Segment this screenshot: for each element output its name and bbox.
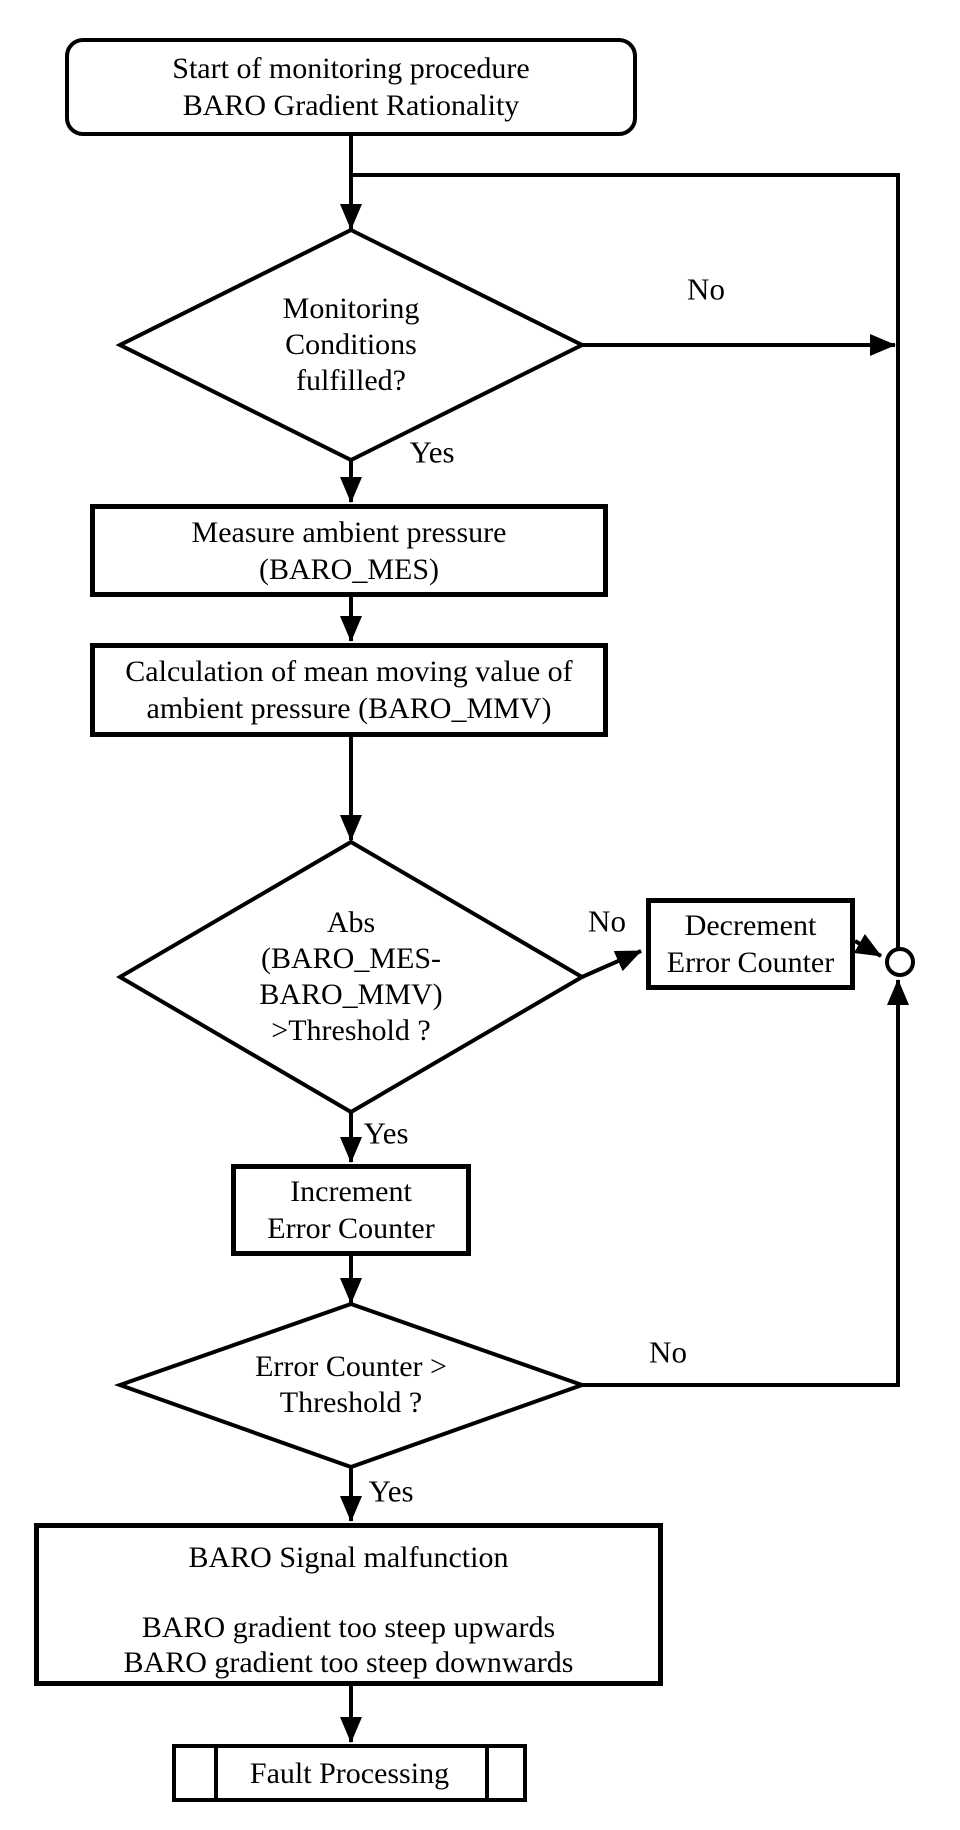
label-monitoring-yes: Yes	[409, 434, 455, 470]
decrement-line2: Error Counter	[666, 946, 835, 979]
fault-processing-right-bar	[485, 1748, 489, 1798]
abs-decision-diamond	[116, 839, 586, 1115]
increment-line2: Error Counter	[267, 1212, 435, 1245]
loop-connector-circle	[885, 947, 915, 977]
flow-counter-no	[582, 979, 909, 1387]
counter-decision-line2: Threshold ?	[279, 1386, 423, 1419]
label-counter-no: No	[649, 1334, 687, 1370]
calculation-process-node: Calculation of mean moving value of ambi…	[90, 643, 608, 737]
decrement-line1: Decrement	[684, 909, 817, 942]
start-node: Start of monitoring procedure BARO Gradi…	[65, 38, 637, 136]
monitoring-decision-diamond	[115, 227, 587, 463]
abs-decision-line1: Abs	[326, 906, 376, 939]
decrement-process-node: Decrement Error Counter	[646, 898, 855, 990]
calculation-line2: ambient pressure (BARO_MMV)	[146, 692, 552, 725]
malfunction-spacer	[345, 1575, 353, 1610]
counter-decision-text: Error Counter > Threshold ?	[255, 1349, 447, 1421]
flow-decrement-to-connector	[853, 933, 882, 958]
abs-decision-line4: >Threshold ?	[271, 1014, 431, 1047]
increment-process-node: Increment Error Counter	[231, 1164, 471, 1256]
fault-processing-label: Fault Processing	[249, 1756, 450, 1790]
measure-line2: (BARO_MES)	[258, 552, 439, 586]
fault-processing-left-bar	[214, 1748, 218, 1798]
fault-processing-node: Fault Processing	[172, 1744, 527, 1802]
abs-decision-text: Abs (BARO_MES- BARO_MMV) >Threshold ?	[259, 905, 442, 1049]
abs-decision-line3: BARO_MMV)	[259, 978, 443, 1011]
calculation-line1: Calculation of mean moving value of	[125, 655, 573, 688]
abs-decision-line2: (BARO_MES-	[260, 942, 442, 975]
label-abs-no: No	[588, 903, 626, 939]
increment-line1: Increment	[290, 1175, 412, 1208]
label-counter-yes: Yes	[368, 1473, 414, 1509]
counter-decision-line1: Error Counter >	[255, 1350, 447, 1383]
counter-decision-diamond	[113, 1301, 589, 1470]
malfunction-line3: BARO gradient too steep downwards	[123, 1646, 574, 1679]
measure-line1: Measure ambient pressure	[191, 515, 507, 549]
label-monitoring-no: No	[687, 271, 725, 307]
monitoring-decision-line3: fulfilled?	[296, 364, 406, 397]
start-node-line2: BARO Gradient Rationality	[182, 89, 520, 122]
malfunction-line1: BARO Signal malfunction	[188, 1541, 509, 1574]
monitoring-decision-line2: Conditions	[285, 328, 417, 361]
malfunction-node: BARO Signal malfunction BARO gradient to…	[34, 1523, 663, 1686]
label-abs-yes: Yes	[363, 1115, 409, 1151]
start-node-line1: Start of monitoring procedure	[172, 52, 530, 85]
flow-abs-no	[581, 949, 642, 979]
monitoring-decision-line1: Monitoring	[282, 292, 420, 325]
monitoring-decision-text: Monitoring Conditions fulfilled?	[283, 291, 420, 399]
measure-process-node: Measure ambient pressure (BARO_MES)	[90, 504, 608, 597]
malfunction-line2: BARO gradient too steep upwards	[141, 1611, 556, 1644]
